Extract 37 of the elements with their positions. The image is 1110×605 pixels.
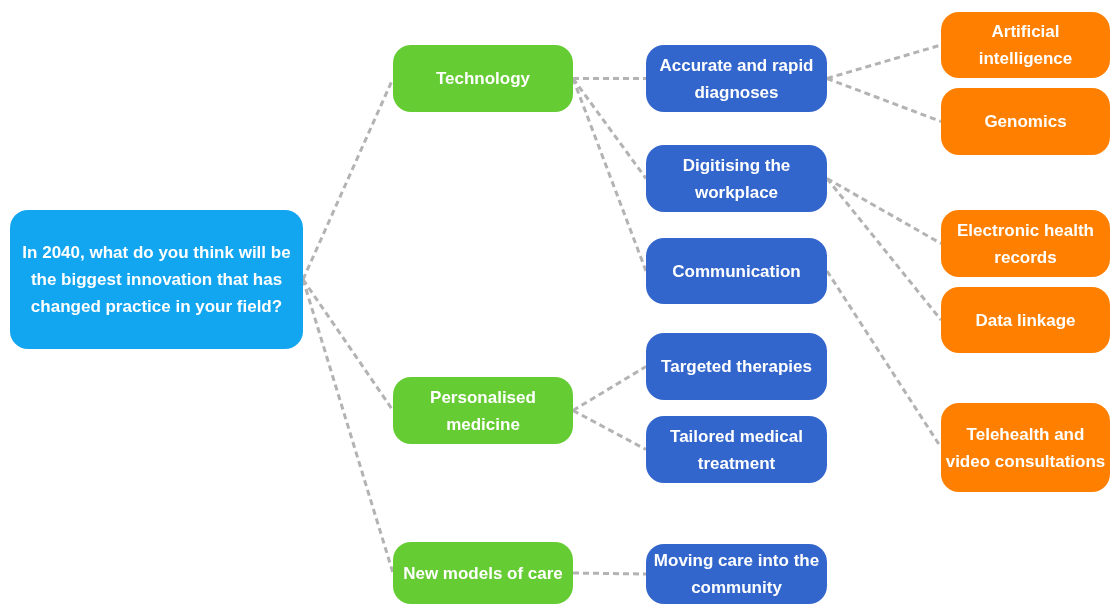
node-label: In 2040, what do you think will be the biggest innovation that has changed practice in your field? (22, 242, 291, 318)
subtopic-box (646, 145, 827, 212)
topic-box (393, 542, 573, 604)
node-label: Personalised medicine (429, 386, 537, 436)
connector-line (572, 365, 647, 412)
node-label: Communication (672, 260, 801, 283)
node-label: Moving care into the community (652, 550, 821, 599)
node-label: Electronic health records (956, 219, 1095, 269)
node-label: Targeted therapies (661, 356, 812, 378)
idea-box (941, 12, 1110, 78)
connector-line (826, 77, 942, 123)
node-label: Technology (435, 68, 531, 90)
idea-box (941, 210, 1110, 277)
subtopic-box (646, 45, 827, 112)
connector-line (572, 571, 647, 576)
subtopic-box (646, 238, 827, 304)
subtopic-box (646, 416, 827, 483)
node-label: Artificial intelligence (977, 21, 1074, 70)
node-label: Data linkage (975, 309, 1076, 332)
node-label: Accurate and rapid diagnoses (658, 54, 815, 104)
idea-box (941, 88, 1110, 155)
idea-box (941, 287, 1110, 353)
topic-box (393, 45, 573, 112)
node-label: Digitising the workplace (681, 154, 792, 204)
idea-box (941, 403, 1110, 492)
node-label: Telehealth and video consultations (945, 423, 1106, 473)
subtopic-box (646, 333, 827, 400)
node-label: New models of care (403, 562, 563, 585)
connector-line (825, 177, 943, 321)
node-label: Tailored medical treatment (669, 425, 804, 475)
connector-line (573, 77, 646, 80)
node-label: Genomics (984, 111, 1067, 133)
subtopic-box (646, 544, 827, 604)
connector-line (826, 177, 942, 245)
topic-box (393, 377, 573, 444)
question-box (10, 210, 303, 349)
connector-line (572, 409, 647, 451)
